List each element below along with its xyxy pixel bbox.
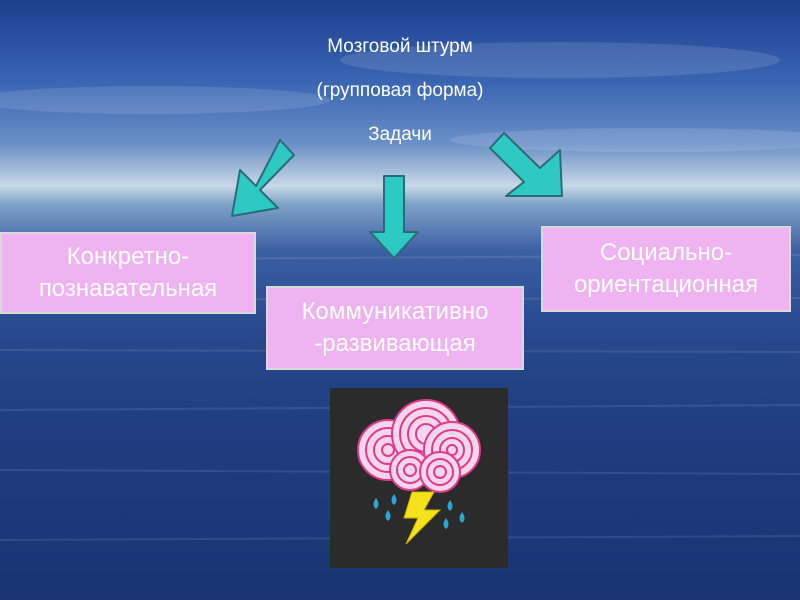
- task-box-cognitive-line1: Конкретно-: [66, 243, 190, 270]
- title-line-2: (групповая форма): [316, 80, 484, 101]
- task-box-social-line2: ориентационная: [573, 271, 759, 298]
- storm-icon-panel: [330, 388, 508, 568]
- task-box-social-line1: Социально-: [599, 239, 733, 266]
- task-box-social: Социально- ориентационная: [541, 226, 791, 312]
- storm-cloud-icon: [357, 399, 481, 545]
- task-box-communicative: Коммуникативно -развивающая: [266, 286, 524, 370]
- title-line-3: Задачи: [368, 124, 432, 145]
- task-box-cognitive-line2: познавательная: [38, 275, 218, 302]
- title-line-1: Мозговой штурм: [327, 36, 473, 57]
- task-box-cognitive: Конкретно- познавательная: [0, 232, 256, 314]
- task-box-communicative-line1: Коммуникативно: [301, 298, 489, 325]
- task-box-communicative-line2: -развивающая: [314, 330, 476, 357]
